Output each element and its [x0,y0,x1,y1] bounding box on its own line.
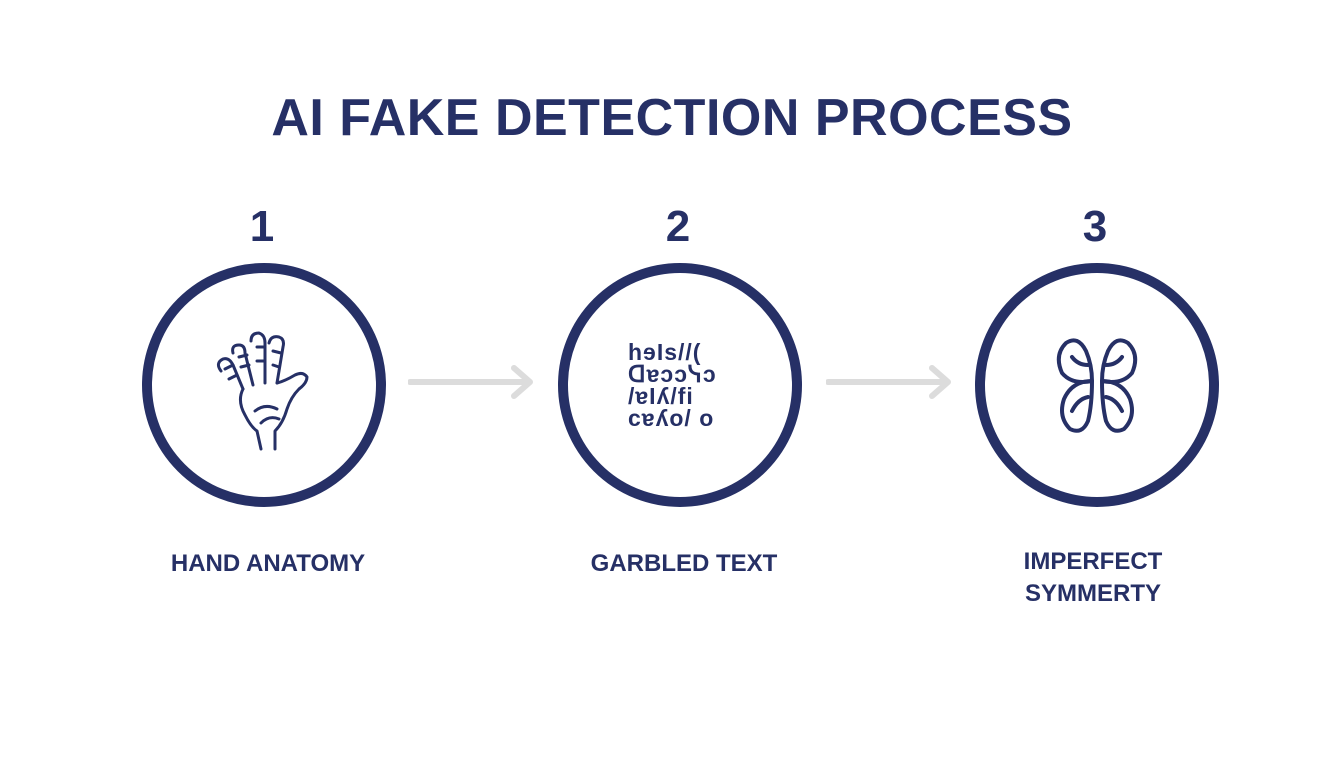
garbled-line: /ɐIʎ/fi [628,383,694,409]
step-1-number: 1 [249,202,275,251]
garbled-line: hɘIs//( [628,339,702,365]
step-3-label: IMPERFECT SYMMERTY [1023,548,1163,607]
garbled-line: cɐʎo/ o [628,405,715,431]
hand-icon [216,331,309,451]
step-3-circle [975,263,1219,507]
step-2-label: GARBLED TEXT [590,550,778,577]
step-2-circle: hɘIs//( ᗡɐɔɔᓭɔ /ɐIʎ/fi cɐʎo/ o [558,263,802,507]
arrow-right-icon-2 [826,365,951,399]
garbled-line: ᗡɐɔɔᓭɔ [628,361,717,387]
step-1-circle [142,263,386,507]
garbled-text-icon: hɘIs//( ᗡɐɔɔᓭɔ /ɐIʎ/fi cɐʎo/ o [628,339,738,431]
step-3-number: 3 [1082,202,1108,251]
page-title: AI FAKE DETECTION PROCESS [271,89,1073,147]
butterfly-icon [1056,338,1138,433]
step-1-label: HAND ANATOMY [170,550,366,577]
step-2-number: 2 [665,202,691,251]
arrow-right-icon-1 [408,365,533,399]
